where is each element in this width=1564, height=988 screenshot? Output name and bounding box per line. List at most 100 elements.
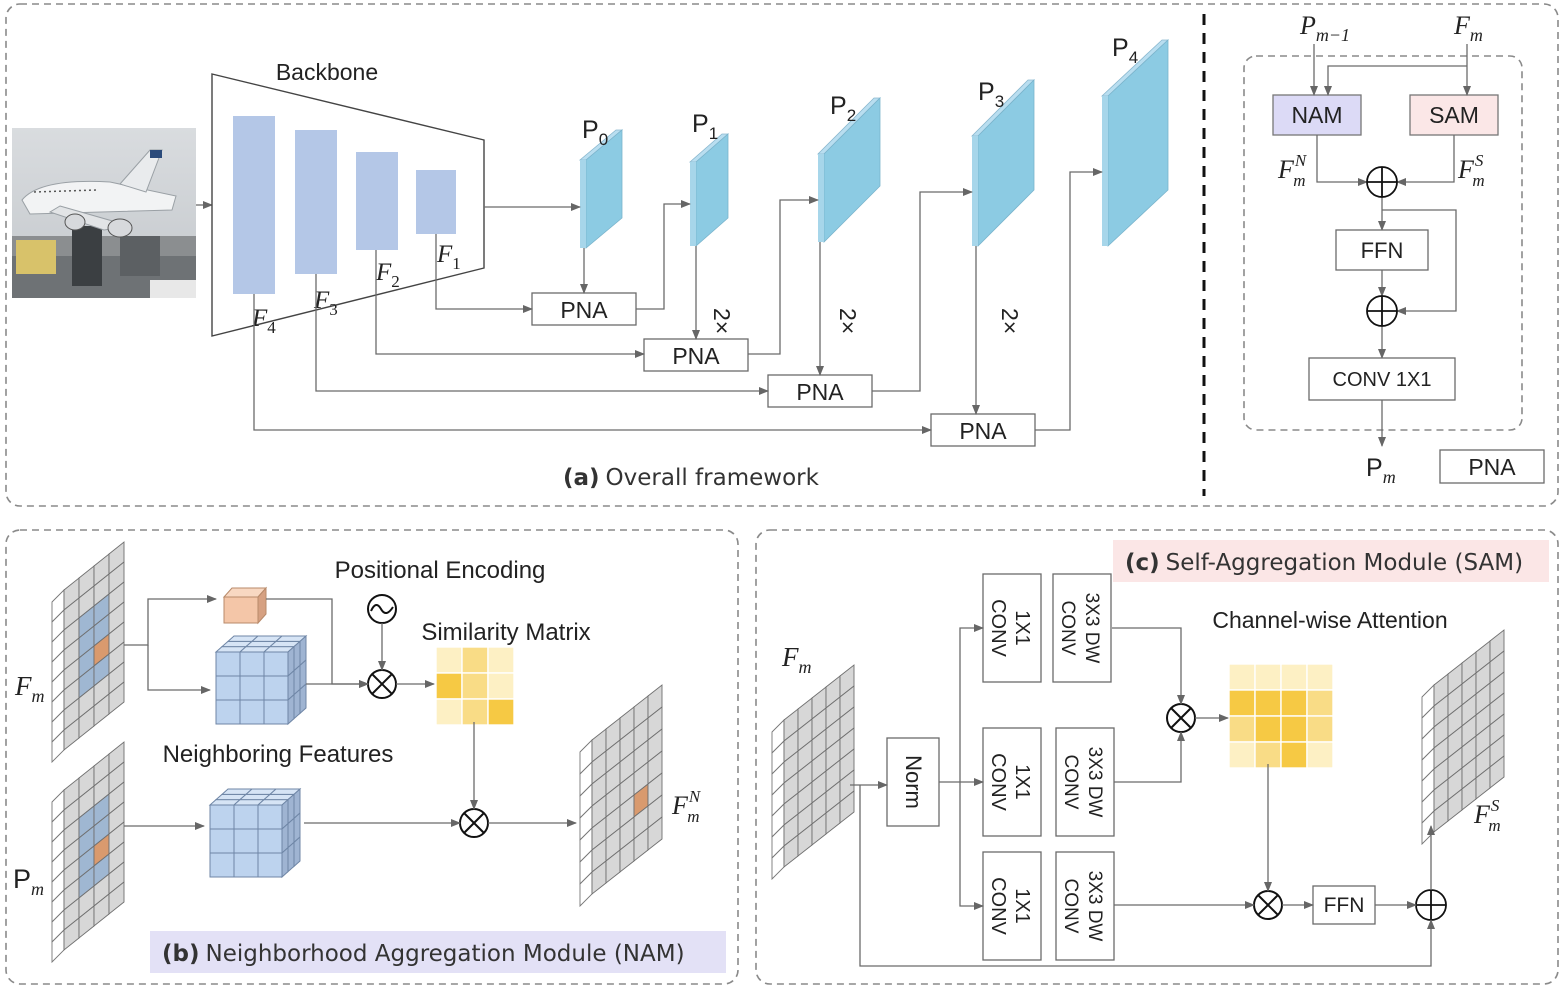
cube-side-cell — [299, 682, 307, 715]
backbone-label: Backbone — [276, 59, 378, 85]
p1-label: P1 — [692, 110, 718, 143]
panel-c-connectors — [850, 624, 1435, 967]
matrix-cell — [1254, 715, 1282, 743]
norm-box — [886, 737, 940, 827]
neighbor-cube-bottom — [208, 787, 302, 879]
pyramid-p0 — [578, 129, 624, 249]
matrix-cell — [1228, 741, 1256, 769]
conv3x3-box — [1055, 851, 1115, 961]
cube-front-cell — [263, 651, 289, 677]
p0-label: P0 — [582, 116, 608, 149]
p3-label: P3 — [978, 78, 1004, 111]
conv1x1-branch-2: 1X1CONV — [982, 727, 1042, 837]
p4-label: P4 — [1112, 34, 1138, 67]
attention-matrix — [1228, 663, 1334, 769]
multiply-icon — [1166, 703, 1196, 733]
matrix-cell — [1228, 663, 1256, 691]
add-icon — [1366, 295, 1398, 327]
pna-box-2-label: PNA — [672, 343, 720, 369]
cube-front-cell — [233, 804, 259, 830]
pna-detail-connectors — [1310, 44, 1471, 447]
grid-cell — [1489, 755, 1505, 789]
sam-label: SAM — [1429, 102, 1479, 128]
panel-a-border — [5, 3, 1559, 507]
nam-label: NAM — [1291, 102, 1342, 128]
panel-a-connectors — [253, 168, 1103, 434]
conv1x1-branch-3: 1X1CONV — [982, 851, 1042, 961]
cube-front-cell — [209, 852, 235, 878]
matrix-cell — [1306, 715, 1334, 743]
conv1x1-box — [982, 573, 1042, 683]
pna-detail-border — [1243, 55, 1523, 431]
feature-block-f3 — [295, 130, 337, 274]
matrix-cell — [487, 698, 515, 726]
cube-side-cell — [287, 841, 295, 873]
cube-front-cell — [257, 828, 283, 854]
upsample-label-2: 2× — [835, 308, 861, 334]
conv1x1-box — [1308, 357, 1456, 401]
cube-front-cell — [209, 828, 235, 854]
cube-front-cell — [239, 675, 265, 701]
pna-input-p: Pm−1 — [1299, 11, 1350, 45]
matrix-cell — [1306, 741, 1334, 769]
positional-encoding-label: Positional Encoding — [335, 557, 546, 584]
conv1x1-box — [982, 851, 1042, 961]
conv1x1-text: 1X1CONV — [987, 877, 1033, 935]
matrix-cell — [487, 672, 515, 700]
conv-branches: 1X1CONV 3X3 DWCONV 1X1CONV 3X3 DWCONV 1X1CON… — [982, 573, 1115, 961]
grid-fnm — [579, 684, 663, 908]
pna-box-3-label: PNA — [796, 379, 844, 405]
matrix-cell — [1228, 715, 1256, 743]
cube-side-cell — [293, 688, 301, 720]
pyramid-p4 — [1100, 39, 1170, 247]
conv3x3-box — [1055, 727, 1115, 837]
matrix-cell — [461, 646, 489, 674]
cube-side-cell — [293, 835, 301, 868]
matrix-cell — [461, 672, 489, 700]
grid-fm — [51, 541, 125, 764]
cube-front-cell — [239, 699, 265, 725]
matrix-cell — [1280, 741, 1308, 769]
cube-front-cell — [233, 852, 259, 878]
grid-sam-output — [1421, 629, 1505, 846]
positional-cube — [222, 586, 268, 625]
neighbor-cube-top — [214, 634, 308, 726]
conv1x1-text: 1X1CONV — [987, 753, 1033, 811]
conv1x1-branch-1: 1X1CONV — [982, 573, 1042, 683]
pna-output-p: Pm — [1366, 454, 1396, 487]
p2-label: P2 — [830, 92, 856, 125]
caption-b-background — [150, 931, 726, 973]
sam-box — [1409, 94, 1499, 136]
caption-c: (c)Self-Aggregation Module (SAM) — [1125, 550, 1523, 576]
add-icon — [1366, 166, 1398, 198]
nam-box — [1272, 94, 1362, 136]
upsample-label-3: 2× — [997, 308, 1023, 334]
conv3x3-branch-3: 3X3 DWCONV — [1055, 851, 1115, 961]
multiply-icon — [1253, 890, 1283, 920]
conv3x3-box — [1052, 573, 1112, 683]
pna-legend-box — [1439, 449, 1545, 484]
matrix-cell — [1306, 663, 1334, 691]
matrix-cell — [1254, 741, 1282, 769]
cube-front-cell — [209, 804, 235, 830]
fm-label-c: Fm — [781, 642, 812, 677]
panel-b-connectors — [124, 595, 577, 830]
cube-front-cell — [257, 852, 283, 878]
cube-front-cell — [239, 651, 265, 677]
cube-front-cell — [257, 804, 283, 830]
conv3x3-text: 3X3 DWCONV — [1057, 593, 1102, 664]
matrix-cell — [1228, 689, 1256, 717]
pna-box-2 — [643, 338, 749, 372]
grid-cell — [108, 881, 125, 915]
panel-b-border — [5, 529, 739, 985]
pna-box-1-label: PNA — [560, 297, 608, 323]
pna-legend-label: PNA — [1468, 454, 1516, 480]
ffn-box — [1335, 229, 1429, 271]
matrix-cell — [435, 698, 463, 726]
conv3x3-branch-1: 3X3 DWCONV — [1052, 573, 1112, 683]
feature-block-f2 — [356, 152, 398, 250]
